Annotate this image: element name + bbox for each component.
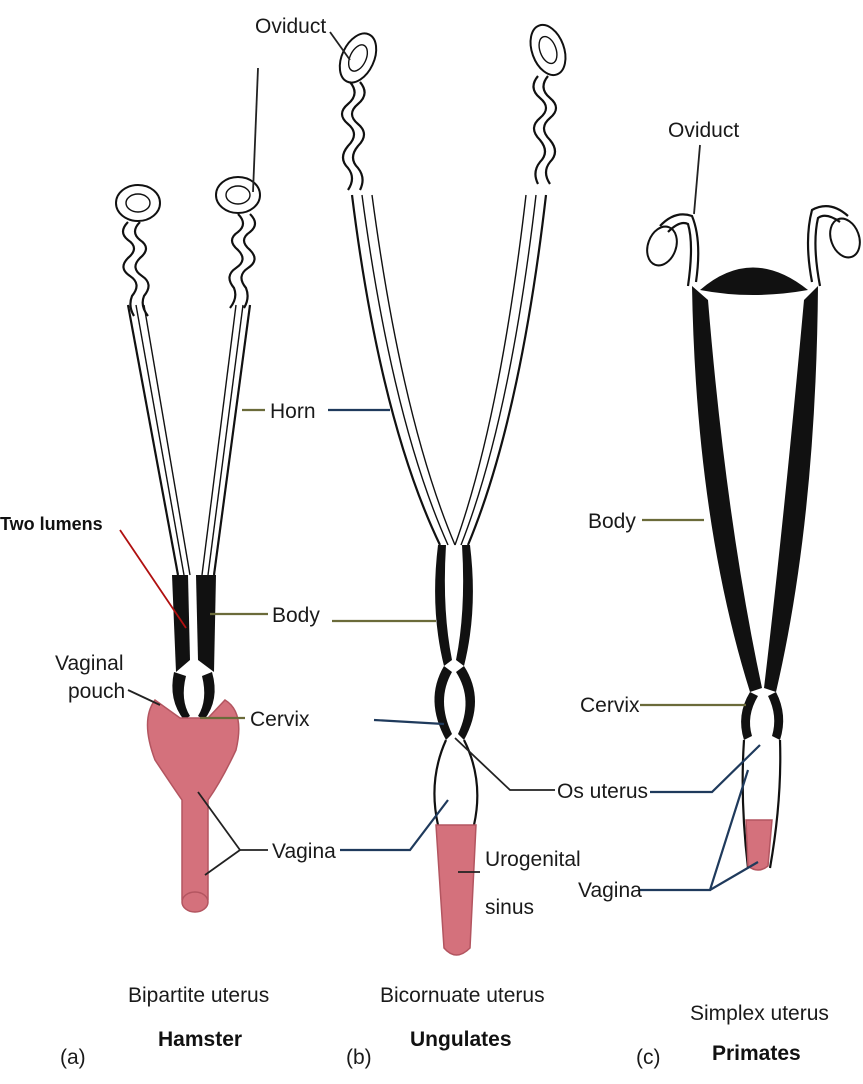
leader-vagina-c-1 [640,770,748,890]
body-wall-left-c [692,286,762,692]
body-wall-left-b [435,545,452,666]
caption-species-a: Hamster [158,1028,242,1051]
leader-oviduct-c [694,145,700,214]
label-vagina-a: Vagina [272,840,336,863]
oviduct-left-b [342,82,355,190]
body-wall-right-a [196,575,216,672]
vaginal-pouch-a [148,700,239,910]
caption-type-a: Bipartite uterus [128,984,269,1007]
label-vagina-c: Vagina [578,879,642,902]
vagina-end-a [182,892,208,912]
vagina-wall-right-c [770,740,780,868]
oviduct-left-a-outer [135,222,149,316]
cervix-right-b [456,666,475,740]
caption-type-c: Simplex uterus [690,1002,829,1025]
label-horn: Horn [270,400,316,423]
horn-right-a-mid [208,305,243,575]
oviduct-right-a [241,214,255,308]
cervix-left-b [434,666,452,740]
primate-uterus-drawing [642,206,863,870]
oviduct-right-a-outer [229,214,243,308]
label-two-lumens: Two lumens [0,514,103,534]
label-vaginal-pouch-line1: Vaginal [55,652,124,675]
panel-letter-b: (b) [346,1046,372,1069]
leader-os-uterus-b [455,738,555,790]
panel-captions: Bipartite uterus Hamster (a) Bicornuate … [60,984,829,1069]
oviduct-left-a [123,222,137,316]
ovary-right-c [825,214,863,261]
vagina-pink-c [746,820,772,870]
panel-letter-a: (a) [60,1046,86,1069]
ovary-left-a [116,185,160,221]
horn-left-a-mid [136,305,184,575]
label-cervix-a: Cervix [250,708,310,731]
oviduct-right-b [543,76,556,184]
caption-species-b: Ungulates [410,1028,512,1051]
label-oviduct-b: Oviduct [255,15,326,38]
fundus-c [700,268,808,296]
horn-left-a-inner [144,305,190,575]
ungulate-uterus-drawing [333,20,572,955]
vagina-wall-left-b [434,740,446,825]
leader-vagina-b [340,800,448,850]
urogenital-sinus-b [436,825,476,955]
label-cervix-c: Cervix [580,694,640,717]
labels: Oviduct Oviduct Horn Two lumens Body Bod… [0,15,739,919]
caption-type-b: Bicornuate uterus [380,984,545,1007]
cervix-left-a [172,672,190,720]
horn-right-b-inner [455,195,526,545]
leader-vagina-a-2 [205,850,240,875]
hamster-uterus-drawing [116,177,260,912]
label-urogenital-line1: Urogenital [485,848,581,871]
horn-left-a-outer [128,305,178,575]
cervix-right-c [768,692,783,740]
horn-left-b-inner [372,195,455,545]
body-wall-left-a [172,575,190,672]
leader-cervix-b [374,720,444,724]
panel-letter-c: (c) [636,1046,661,1069]
ovary-right-b [524,20,572,80]
label-body-a: Body [272,604,320,627]
ovary-left-b [333,28,384,89]
ovary-left-c [642,222,682,269]
leader-vaginal-pouch [128,690,160,705]
label-oviduct-c: Oviduct [668,119,739,142]
label-urogenital-line2: sinus [485,896,534,919]
body-wall-right-b [456,545,473,666]
cervix-left-c [741,692,758,740]
label-vaginal-pouch-line2: pouch [68,680,125,703]
leader-oviduct-a [253,68,258,192]
label-os-uterus: Os uterus [557,780,648,803]
label-body-c: Body [588,510,636,533]
caption-species-c: Primates [712,1042,801,1065]
body-wall-right-c [764,286,818,692]
